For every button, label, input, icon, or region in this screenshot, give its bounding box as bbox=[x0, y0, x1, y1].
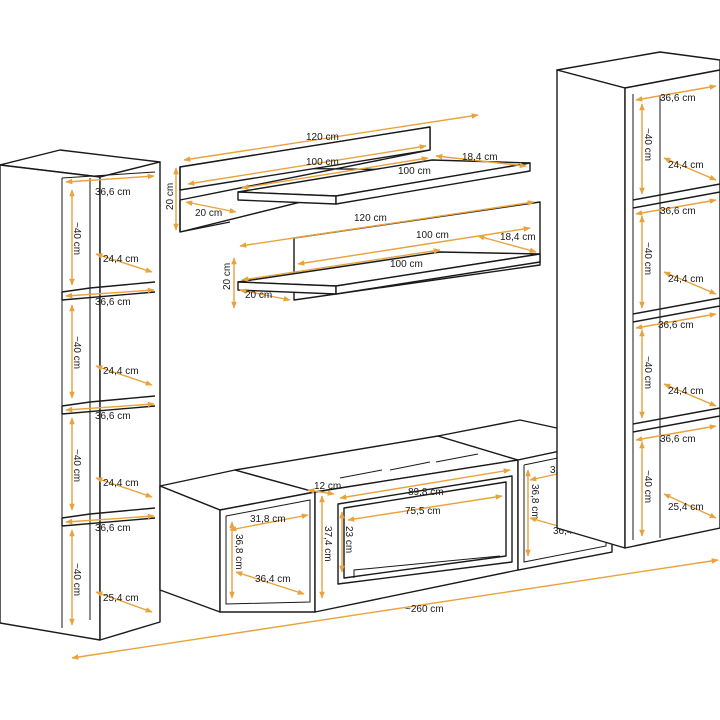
top-shelf-dimensions: 120 cm 100 cm 100 cm 18,4 cm 20 cm 20 cm bbox=[165, 113, 527, 231]
right-height-label-2: ~40 cm bbox=[642, 242, 653, 275]
fireplace-outer-width: 89,8 cm bbox=[408, 487, 444, 498]
fireplace-inner-width: 75,5 cm bbox=[405, 506, 441, 517]
left-height-label-1: ~40 cm bbox=[71, 222, 82, 255]
right-depth-label-1: 24,4 cm bbox=[668, 160, 704, 171]
bottom-shelf-front-length: 100 cm bbox=[416, 230, 449, 241]
bottom-shelf-back-length: 120 cm bbox=[354, 213, 387, 224]
right-cabinet bbox=[556, 51, 720, 549]
left-width-label-3: 36,6 cm bbox=[95, 411, 131, 422]
bottom-shelf-depth: 18,4 cm bbox=[500, 232, 536, 243]
left-depth-label-1: 24,4 cm bbox=[103, 254, 139, 265]
bottom-shelf-height: 20 cm bbox=[222, 263, 233, 290]
top-shelf-thickness: 20 cm bbox=[195, 208, 222, 219]
right-width-label-3: 36,6 cm bbox=[658, 320, 694, 331]
left-height-label-2: ~40 cm bbox=[71, 336, 82, 369]
bottom-shelf-dimensions: 120 cm 100 cm 100 cm 18,4 cm 20 cm 20 cm bbox=[222, 200, 537, 309]
tv-left-height: 36,8 cm bbox=[233, 534, 244, 570]
left-width-label-2: 36,6 cm bbox=[95, 297, 131, 308]
left-width-label-4: 36,6 cm bbox=[95, 523, 131, 534]
fireplace-outer-height: 37,4 cm bbox=[322, 526, 333, 562]
fireplace-top-gap: 12 cm bbox=[314, 481, 341, 492]
left-height-label-3: ~40 cm bbox=[71, 449, 82, 482]
total-width-label: ~260 cm bbox=[405, 604, 444, 615]
fireplace-inner-height: 23 cm bbox=[343, 526, 354, 553]
bottom-shelf bbox=[237, 201, 541, 301]
right-width-label-4: 36,6 cm bbox=[660, 434, 696, 445]
left-height-label-4: ~40 cm bbox=[71, 563, 82, 596]
right-height-label-4: ~40 cm bbox=[642, 470, 653, 503]
tv-left-depth: 36,4 cm bbox=[255, 574, 291, 585]
top-shelf-height: 20 cm bbox=[165, 183, 176, 210]
right-height-label-3: ~40 cm bbox=[642, 356, 653, 389]
right-height-label-1: ~40 cm bbox=[642, 128, 653, 161]
right-depth-label-3: 24,4 cm bbox=[668, 386, 704, 397]
top-shelf-depth: 18,4 cm bbox=[462, 152, 498, 163]
tv-left-width: 31,8 cm bbox=[250, 514, 286, 525]
left-width-label-1: 36,6 cm bbox=[95, 187, 131, 198]
bottom-shelf-thickness: 20 cm bbox=[245, 290, 272, 301]
tv-right-height: 36,8 cm bbox=[529, 484, 540, 520]
left-bottom-depth-label: 25,4 cm bbox=[103, 593, 139, 604]
left-depth-label-2: 24,4 cm bbox=[103, 366, 139, 377]
total-width-dimension: ~260 cm bbox=[71, 558, 719, 660]
top-shelf-front-length: 100 cm bbox=[306, 157, 339, 168]
top-shelf-back-length: 120 cm bbox=[306, 132, 339, 143]
right-cabinet-dimensions: 36,6 cm ~40 cm 24,4 cm 36,6 cm ~40 cm 24… bbox=[635, 84, 717, 537]
top-shelf-shelf-length: 100 cm bbox=[398, 166, 431, 177]
right-depth-label-2: 24,4 cm bbox=[668, 274, 704, 285]
right-width-label-1: 36,6 cm bbox=[660, 93, 696, 104]
tv-unit bbox=[159, 419, 613, 613]
right-width-label-2: 36,6 cm bbox=[660, 206, 696, 217]
right-bottom-depth-label: 25,4 cm bbox=[668, 502, 704, 513]
left-depth-label-3: 24,4 cm bbox=[103, 478, 139, 489]
bottom-shelf-shelf-length: 100 cm bbox=[390, 259, 423, 270]
